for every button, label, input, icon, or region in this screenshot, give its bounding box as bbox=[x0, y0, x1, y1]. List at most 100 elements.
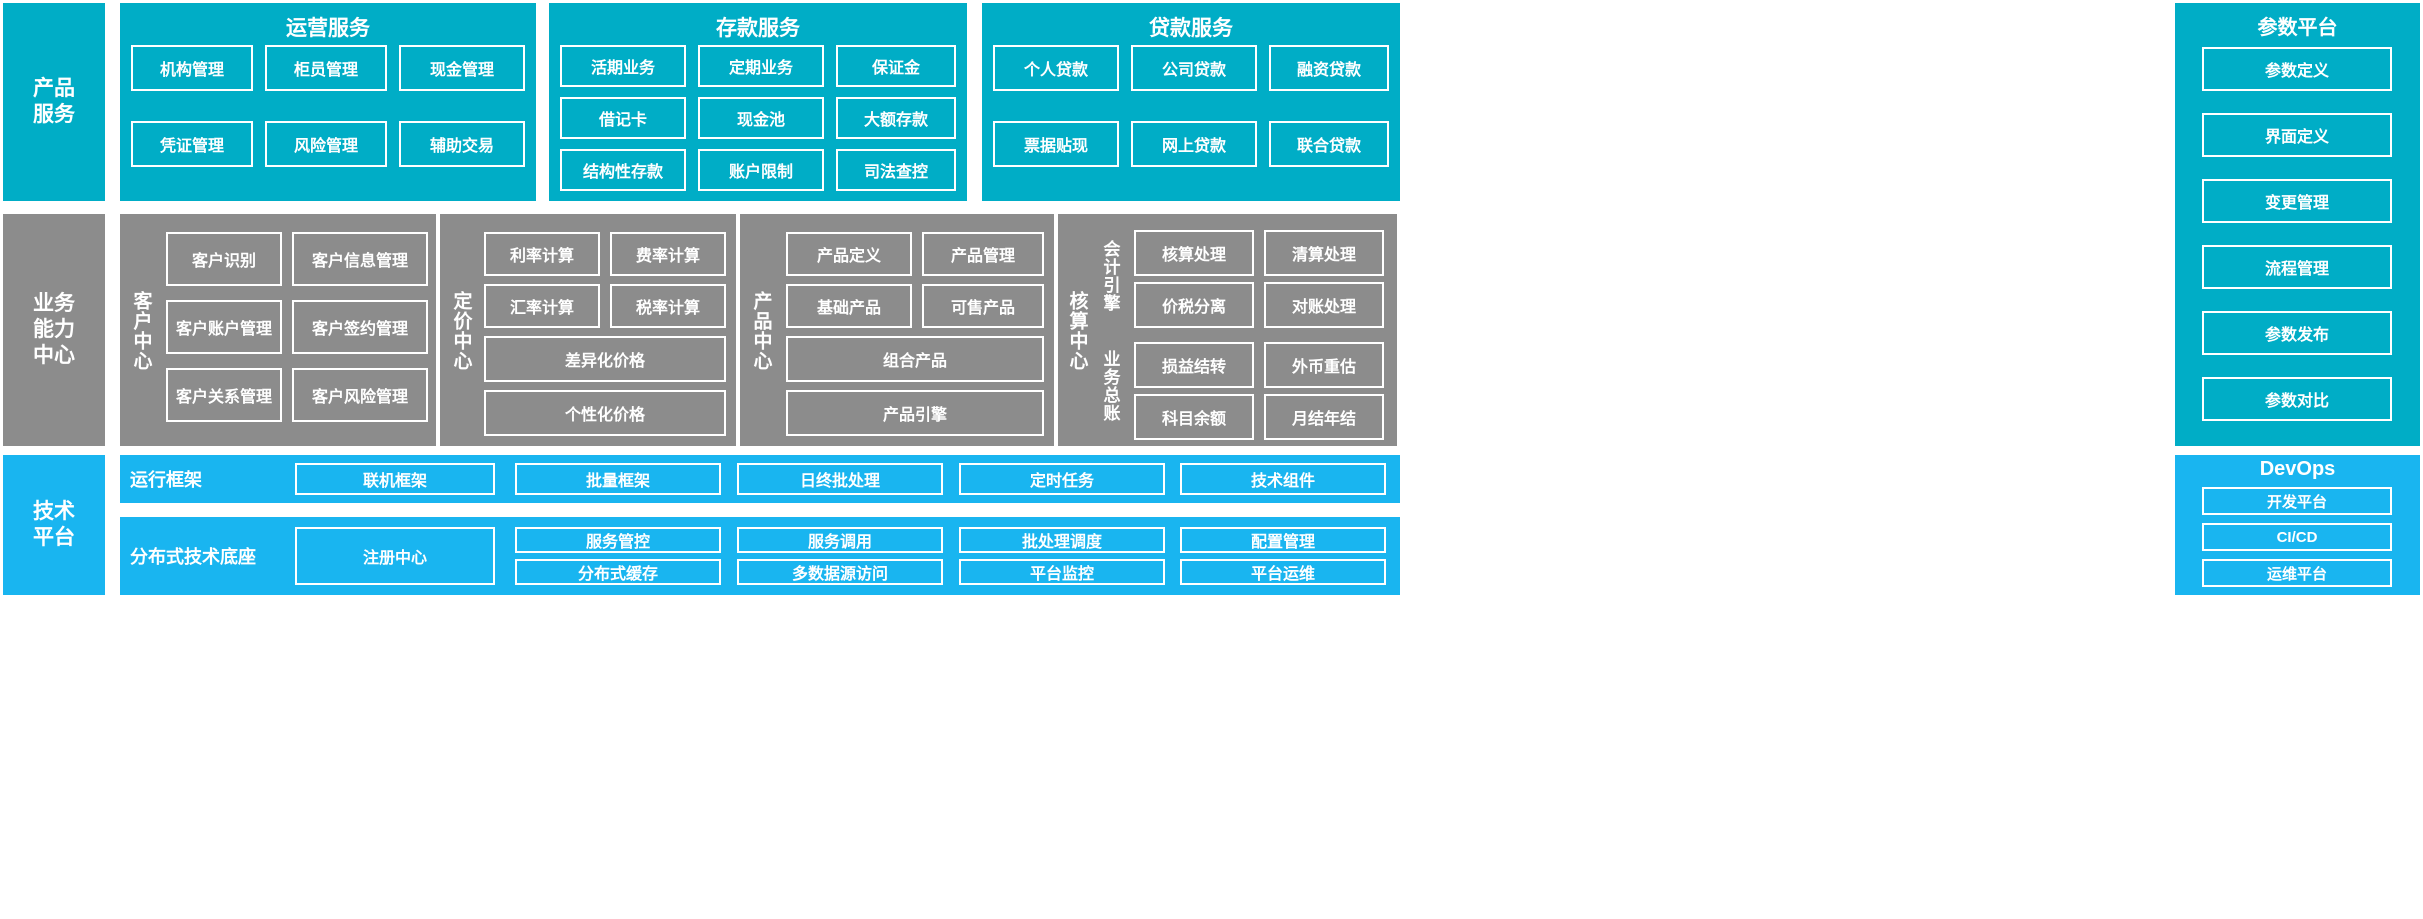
devops-panel: DevOps 开发平台 CI/CD 运维平台 bbox=[2175, 455, 2420, 595]
cell-interest-rate-calculation[interactable]: 利率计算 bbox=[484, 232, 600, 276]
devops-title: DevOps bbox=[2259, 458, 2336, 480]
center-label-pricing: 定价中心 bbox=[450, 291, 472, 371]
cell-batch-scheduling[interactable]: 批处理调度 bbox=[959, 527, 1165, 553]
cell-operations-platform[interactable]: 运维平台 bbox=[2202, 559, 2392, 587]
cell-parameter-definition[interactable]: 参数定义 bbox=[2202, 47, 2392, 91]
band-label-runtime-framework: 运行框架 bbox=[130, 470, 202, 490]
center-sublabel-accounting-engine: 会计引擎 bbox=[1100, 240, 1120, 312]
cell-scheduled-task[interactable]: 定时任务 bbox=[959, 463, 1165, 495]
cell-customer-account-management[interactable]: 客户账户管理 bbox=[166, 300, 282, 354]
cell-process-management[interactable]: 流程管理 bbox=[2202, 245, 2392, 289]
cell-voucher-management[interactable]: 凭证管理 bbox=[131, 121, 253, 167]
cell-demand-deposit[interactable]: 活期业务 bbox=[560, 45, 686, 87]
cell-financing-loan[interactable]: 融资贷款 bbox=[1269, 45, 1389, 91]
cell-sellable-product[interactable]: 可售产品 bbox=[922, 284, 1044, 328]
lane-label-technical-platform: 技术 平台 bbox=[3, 455, 105, 595]
cell-personalized-pricing[interactable]: 个性化价格 bbox=[484, 390, 726, 436]
cell-large-deposit[interactable]: 大额存款 bbox=[836, 97, 956, 139]
cell-accounting-processing[interactable]: 核算处理 bbox=[1134, 230, 1254, 276]
cell-exchange-rate-calculation[interactable]: 汇率计算 bbox=[484, 284, 600, 328]
cell-technical-component[interactable]: 技术组件 bbox=[1180, 463, 1386, 495]
cell-tax-rate-calculation[interactable]: 税率计算 bbox=[610, 284, 726, 328]
cell-parameter-compare[interactable]: 参数对比 bbox=[2202, 377, 2392, 421]
parameter-platform-panel: 参数平台 参数定义 界面定义 变更管理 流程管理 参数发布 参数对比 bbox=[2175, 3, 2420, 446]
cell-product-definition[interactable]: 产品定义 bbox=[786, 232, 912, 276]
cell-auxiliary-transaction[interactable]: 辅助交易 bbox=[399, 121, 525, 167]
center-label-customer: 客户中心 bbox=[130, 291, 152, 371]
cell-customer-info-management[interactable]: 客户信息管理 bbox=[292, 232, 428, 286]
cell-cash-pool[interactable]: 现金池 bbox=[698, 97, 824, 139]
center-product: 产品中心 产品定义 产品管理 基础产品 可售产品 组合产品 产品引擎 bbox=[740, 214, 1054, 446]
cell-time-deposit[interactable]: 定期业务 bbox=[698, 45, 824, 87]
lane-label-business-capability: 业务 能力 中心 bbox=[3, 214, 105, 446]
group-operation-service: 运营服务 机构管理 柜员管理 现金管理 凭证管理 风险管理 辅助交易 bbox=[120, 3, 536, 201]
cell-product-management[interactable]: 产品管理 bbox=[922, 232, 1044, 276]
cell-teller-management[interactable]: 柜员管理 bbox=[265, 45, 387, 91]
cell-customer-risk-management[interactable]: 客户风险管理 bbox=[292, 368, 428, 422]
band-distributed-foundation: 分布式技术底座 注册中心 服务管控 服务调用 批处理调度 配置管理 分布式缓存 … bbox=[120, 517, 1400, 595]
cell-joint-loan[interactable]: 联合贷款 bbox=[1269, 121, 1389, 167]
cell-basic-product[interactable]: 基础产品 bbox=[786, 284, 912, 328]
group-title-operation-service: 运营服务 bbox=[286, 17, 370, 40]
cell-personal-loan[interactable]: 个人贷款 bbox=[993, 45, 1119, 91]
cell-parameter-release[interactable]: 参数发布 bbox=[2202, 311, 2392, 355]
technical-platform-row: 技术 平台 运行框架 联机框架 批量框架 日终批处理 定时任务 技术组件 分布式… bbox=[0, 455, 2423, 919]
lane-label-product-service: 产品 服务 bbox=[3, 3, 105, 201]
cell-online-framework[interactable]: 联机框架 bbox=[295, 463, 495, 495]
cell-structured-deposit[interactable]: 结构性存款 bbox=[560, 149, 686, 191]
cell-institution-management[interactable]: 机构管理 bbox=[131, 45, 253, 91]
cell-distributed-cache[interactable]: 分布式缓存 bbox=[515, 559, 721, 585]
cell-corporate-loan[interactable]: 公司贷款 bbox=[1131, 45, 1257, 91]
cell-differentiated-pricing[interactable]: 差异化价格 bbox=[484, 336, 726, 382]
band-label-distributed-foundation: 分布式技术底座 bbox=[130, 547, 256, 567]
cell-risk-management[interactable]: 风险管理 bbox=[265, 121, 387, 167]
cell-platform-monitoring[interactable]: 平台监控 bbox=[959, 559, 1165, 585]
cell-registry-center[interactable]: 注册中心 bbox=[295, 527, 495, 585]
center-pricing: 定价中心 利率计算 费率计算 汇率计算 税率计算 差异化价格 个性化价格 bbox=[440, 214, 736, 446]
cell-account-balance[interactable]: 科目余额 bbox=[1134, 394, 1254, 440]
cell-batch-framework[interactable]: 批量框架 bbox=[515, 463, 721, 495]
cell-cash-management[interactable]: 现金管理 bbox=[399, 45, 525, 91]
product-service-row: 产品 服务 运营服务 机构管理 柜员管理 现金管理 凭证管理 风险管理 辅助交易… bbox=[0, 3, 2423, 201]
parameter-platform-title: 参数平台 bbox=[2257, 17, 2338, 39]
cell-price-tax-separation[interactable]: 价税分离 bbox=[1134, 282, 1254, 328]
cell-foreign-currency-revaluation[interactable]: 外币重估 bbox=[1264, 342, 1384, 388]
cell-judicial-control[interactable]: 司法查控 bbox=[836, 149, 956, 191]
cell-ci-cd[interactable]: CI/CD bbox=[2202, 523, 2392, 551]
cell-development-platform[interactable]: 开发平台 bbox=[2202, 487, 2392, 515]
cell-debit-card[interactable]: 借记卡 bbox=[560, 97, 686, 139]
cell-configuration-management[interactable]: 配置管理 bbox=[1180, 527, 1386, 553]
cell-bill-discount[interactable]: 票据贴现 bbox=[993, 121, 1119, 167]
cell-change-management[interactable]: 变更管理 bbox=[2202, 179, 2392, 223]
cell-service-governance[interactable]: 服务管控 bbox=[515, 527, 721, 553]
cell-ui-definition[interactable]: 界面定义 bbox=[2202, 113, 2392, 157]
center-label-product: 产品中心 bbox=[750, 291, 772, 371]
cell-customer-identification[interactable]: 客户识别 bbox=[166, 232, 282, 286]
cell-service-invocation[interactable]: 服务调用 bbox=[737, 527, 943, 553]
cell-product-engine[interactable]: 产品引擎 bbox=[786, 390, 1044, 436]
cell-eod-batch-processing[interactable]: 日终批处理 bbox=[737, 463, 943, 495]
center-accounting: 核算中心 会计引擎 业务总账 核算处理 清算处理 价税分离 对账处理 损益结转 … bbox=[1058, 214, 1397, 446]
cell-customer-contract-management[interactable]: 客户签约管理 bbox=[292, 300, 428, 354]
cell-online-loan[interactable]: 网上贷款 bbox=[1131, 121, 1257, 167]
cell-profit-loss-carryover[interactable]: 损益结转 bbox=[1134, 342, 1254, 388]
cell-margin-deposit[interactable]: 保证金 bbox=[836, 45, 956, 87]
cell-platform-operations[interactable]: 平台运维 bbox=[1180, 559, 1386, 585]
cell-multi-datasource-access[interactable]: 多数据源访问 bbox=[737, 559, 943, 585]
cell-reconciliation-processing[interactable]: 对账处理 bbox=[1264, 282, 1384, 328]
cell-composite-product[interactable]: 组合产品 bbox=[786, 336, 1044, 382]
cell-fee-rate-calculation[interactable]: 费率计算 bbox=[610, 232, 726, 276]
band-runtime-framework: 运行框架 联机框架 批量框架 日终批处理 定时任务 技术组件 bbox=[120, 455, 1400, 503]
cell-clearing-processing[interactable]: 清算处理 bbox=[1264, 230, 1384, 276]
center-sublabel-business-ledger: 业务总账 bbox=[1100, 350, 1120, 422]
center-customer: 客户中心 客户识别 客户信息管理 客户账户管理 客户签约管理 客户关系管理 客户… bbox=[120, 214, 436, 446]
business-capability-row: 业务 能力 中心 客户中心 客户识别 客户信息管理 客户账户管理 客户签约管理 … bbox=[0, 214, 2423, 446]
cell-account-restriction[interactable]: 账户限制 bbox=[698, 149, 824, 191]
group-title-loan-service: 贷款服务 bbox=[1149, 17, 1233, 40]
center-label-accounting: 核算中心 bbox=[1066, 291, 1088, 371]
group-title-deposit-service: 存款服务 bbox=[716, 17, 800, 40]
cell-customer-relationship-management[interactable]: 客户关系管理 bbox=[166, 368, 282, 422]
cell-month-year-end-closing[interactable]: 月结年结 bbox=[1264, 394, 1384, 440]
group-deposit-service: 存款服务 活期业务 定期业务 保证金 借记卡 现金池 大额存款 结构性存款 账户… bbox=[549, 3, 967, 201]
